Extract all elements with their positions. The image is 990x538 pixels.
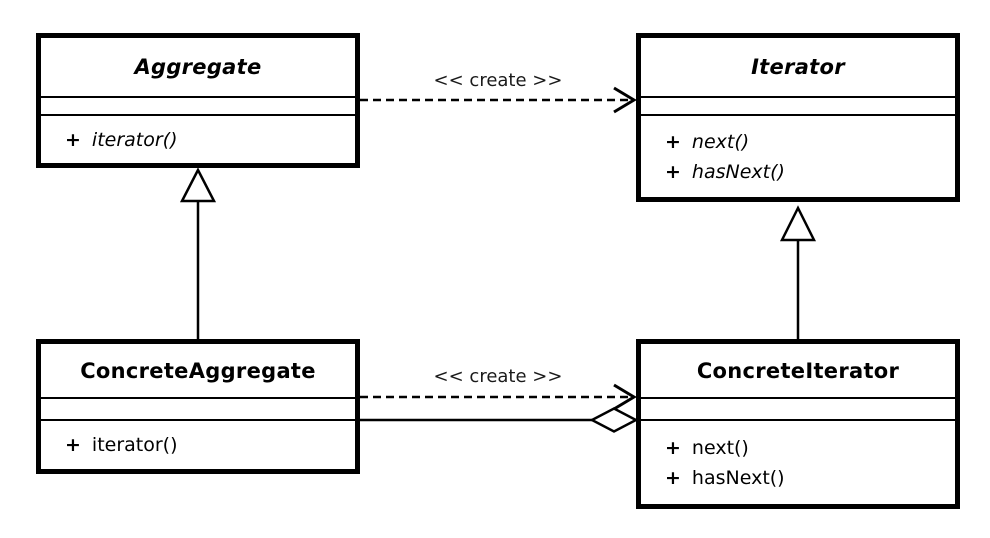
- aggregation-diamond: [589, 407, 639, 433]
- method-visibility: +: [665, 130, 681, 153]
- generalization-arrow-concreteaggregate-to-aggregate: [179, 167, 217, 339]
- dependency-arrow-concreteaggregate-to-concreteiterator: [360, 383, 637, 411]
- method-signature: next(): [691, 436, 749, 459]
- methods-compartment: + next() + hasNext(): [641, 421, 955, 504]
- generalization-triangle: [779, 205, 817, 242]
- generalization-triangle: [179, 167, 217, 203]
- method-signature: hasNext(): [691, 160, 785, 183]
- method-visibility: +: [665, 466, 681, 489]
- method: + hasNext(): [665, 464, 955, 492]
- method: + next(): [665, 128, 955, 156]
- class-box-concrete-aggregate: ConcreteAggregate + iterator(): [36, 339, 360, 474]
- class-box-iterator: Iterator + next() + hasNext(): [636, 33, 960, 202]
- attributes-compartment: [641, 96, 955, 116]
- class-name: ConcreteAggregate: [80, 358, 316, 383]
- method: + hasNext(): [665, 158, 955, 186]
- method-signature: iterator(): [91, 434, 178, 456]
- method-visibility: +: [65, 128, 81, 151]
- create-stereotype-label: << create >>: [433, 70, 563, 91]
- methods-compartment: + next() + hasNext(): [641, 116, 955, 197]
- method-visibility: +: [665, 160, 681, 183]
- create-stereotype-label: << create >>: [433, 366, 563, 387]
- aggregation-connector: [360, 407, 639, 433]
- generalization-arrow-concreteiterator-to-iterator: [779, 205, 817, 339]
- class-name: Iterator: [751, 55, 845, 79]
- methods-compartment: + iterator(): [41, 421, 355, 469]
- attributes-compartment: [41, 397, 355, 421]
- attributes-compartment: [41, 96, 355, 116]
- method-visibility: +: [65, 434, 81, 456]
- method-signature: next(): [691, 130, 750, 153]
- class-name: ConcreteIterator: [696, 358, 900, 383]
- method-signature: hasNext(): [691, 466, 785, 489]
- dependency-arrow-aggregate-to-iterator: [360, 86, 637, 114]
- class-name: Aggregate: [134, 55, 262, 79]
- method: + iterator(): [65, 431, 355, 459]
- method: + iterator(): [65, 126, 355, 154]
- method-signature: iterator(): [91, 128, 178, 151]
- method: + next(): [665, 434, 955, 462]
- class-box-aggregate: Aggregate + iterator(): [36, 33, 360, 168]
- methods-compartment: + iterator(): [41, 116, 355, 163]
- attributes-compartment: [641, 397, 955, 421]
- class-box-concrete-iterator: ConcreteIterator + next() + hasNext(): [636, 339, 960, 509]
- method-visibility: +: [665, 436, 681, 459]
